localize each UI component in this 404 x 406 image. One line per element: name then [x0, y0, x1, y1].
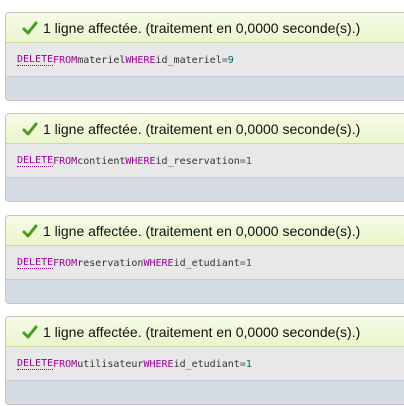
sql-keyword-delete[interactable]: DELETE: [17, 358, 54, 370]
sql-keyword-from: FROM: [53, 358, 78, 370]
query-footer: [6, 380, 404, 404]
success-message: 1 ligne affectée. (traitement en 0,0000 …: [6, 317, 404, 347]
sql-column: id_etudiant: [173, 358, 240, 370]
sql-keyword-from: FROM: [53, 54, 78, 66]
sql-keyword-from: FROM: [53, 155, 78, 167]
success-text: 1 ligne affectée. (traitement en 0,0000 …: [43, 222, 361, 239]
sql-value: 9: [227, 54, 234, 66]
sql-table: utilisateur: [77, 358, 144, 370]
sql-value: 1: [245, 257, 252, 269]
sql-query: DELETE FROM materiel WHERE id_materiel =…: [6, 43, 404, 77]
sql-operator: =: [239, 358, 246, 370]
sql-operator: =: [239, 257, 246, 269]
check-icon: [22, 325, 38, 338]
sql-query: DELETE FROM contient WHERE id_reservatio…: [6, 144, 404, 178]
success-message: 1 ligne affectée. (traitement en 0,0000 …: [6, 216, 404, 246]
sql-query: DELETE FROM reservation WHERE id_etudian…: [6, 246, 404, 280]
sql-keyword-where: WHERE: [143, 358, 174, 370]
query-footer: [6, 76, 404, 100]
check-icon: [22, 224, 38, 237]
check-icon: [22, 21, 38, 34]
query-result-2: 1 ligne affectée. (traitement en 0,0000 …: [5, 113, 404, 202]
sql-column: id_reservation: [155, 155, 240, 167]
success-text: 1 ligne affectée. (traitement en 0,0000 …: [43, 19, 361, 36]
sql-keyword-where: WHERE: [125, 54, 156, 66]
success-text: 1 ligne affectée. (traitement en 0,0000 …: [43, 120, 361, 137]
sql-column: id_etudiant: [173, 257, 240, 269]
query-result-3: 1 ligne affectée. (traitement en 0,0000 …: [5, 215, 404, 304]
sql-table: materiel: [77, 54, 126, 66]
sql-keyword-delete[interactable]: DELETE: [17, 257, 54, 269]
sql-keyword-delete[interactable]: DELETE: [17, 155, 54, 167]
sql-operator: =: [239, 155, 246, 167]
sql-keyword-where: WHERE: [125, 155, 156, 167]
query-footer: [6, 279, 404, 303]
sql-query: DELETE FROM utilisateur WHERE id_etudian…: [6, 347, 404, 381]
query-result-4: 1 ligne affectée. (traitement en 0,0000 …: [5, 316, 404, 405]
sql-table: reservation: [77, 257, 144, 269]
success-message: 1 ligne affectée. (traitement en 0,0000 …: [6, 13, 404, 43]
query-footer: [6, 177, 404, 201]
check-icon: [22, 122, 38, 135]
sql-operator: =: [221, 54, 228, 66]
sql-value: 1: [245, 155, 252, 167]
sql-keyword-delete[interactable]: DELETE: [17, 54, 54, 66]
sql-value: 1: [245, 358, 252, 370]
sql-keyword-from: FROM: [53, 257, 78, 269]
sql-column: id_materiel: [155, 54, 222, 66]
success-text: 1 ligne affectée. (traitement en 0,0000 …: [43, 323, 361, 340]
sql-keyword-where: WHERE: [143, 257, 174, 269]
query-result-1: 1 ligne affectée. (traitement en 0,0000 …: [5, 12, 404, 101]
sql-table: contient: [77, 155, 126, 167]
success-message: 1 ligne affectée. (traitement en 0,0000 …: [6, 114, 404, 144]
